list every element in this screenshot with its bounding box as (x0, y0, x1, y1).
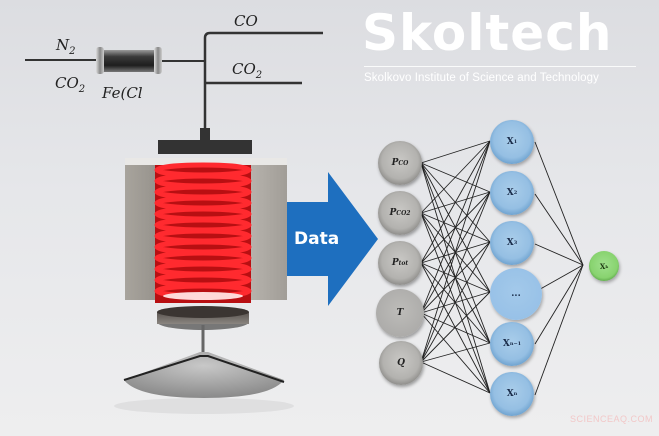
label-catalyst: Fe(Cl (102, 84, 143, 102)
label-co2-inlet: CO2 (55, 74, 86, 95)
watermark: SCIENCEAQ.COM (570, 414, 654, 424)
input-node-q: Q (379, 341, 423, 385)
skoltech-logo: Skoltech (362, 4, 613, 62)
label-n2: N2 (56, 36, 76, 57)
logo-subtitle: Skolkovo Institute of Science and Techno… (364, 72, 599, 84)
label-co-outlet: CO (234, 12, 258, 30)
logo-divider (364, 66, 636, 67)
hidden-node-ellipsis: ... (490, 268, 542, 320)
data-arrow-label: Data (294, 229, 340, 249)
label-co2-outlet: CO2 (232, 60, 263, 81)
input-node-t: T (376, 289, 424, 337)
